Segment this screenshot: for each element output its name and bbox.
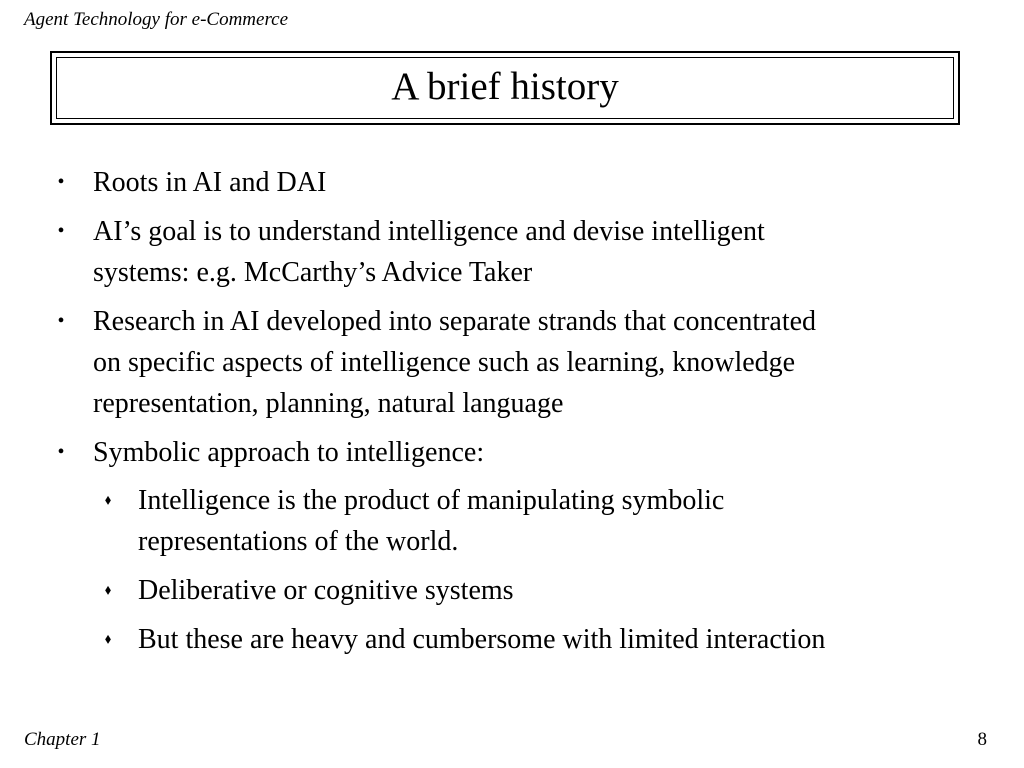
footer-page-number: 8 bbox=[977, 729, 988, 750]
bullet-line: But these are heavy and cumbersome with … bbox=[138, 624, 826, 655]
sub-bullet-item: ⬧ Intelligence is the product of manipul… bbox=[105, 480, 998, 562]
diamond-bullet-icon: ⬧ bbox=[104, 493, 112, 508]
bullet-line: representations of the world. bbox=[138, 526, 459, 557]
bullet-line: Symbolic approach to intelligence: bbox=[93, 437, 485, 468]
title-box: A brief history bbox=[50, 51, 960, 125]
bullet-dot-icon: • bbox=[57, 220, 65, 242]
bullet-line: on specific aspects of intelligence such… bbox=[93, 347, 796, 378]
bullet-item: • Roots in AI and DAI bbox=[57, 162, 993, 203]
bullet-dot-icon: • bbox=[57, 171, 65, 193]
sub-bullet-item: ⬧ Deliberative or cognitive systems bbox=[105, 570, 998, 611]
bullet-dot-icon: • bbox=[57, 310, 65, 332]
bullet-line: Roots in AI and DAI bbox=[93, 167, 327, 198]
bullet-item: • Research in AI developed into separate… bbox=[57, 301, 993, 424]
bullet-item: • AI’s goal is to understand intelligenc… bbox=[57, 211, 993, 293]
bullet-item: • Symbolic approach to intelligence: bbox=[57, 432, 993, 473]
title-inner-frame: A brief history bbox=[56, 57, 954, 119]
bullet-line: AI’s goal is to understand intelligence … bbox=[93, 216, 765, 247]
slide-title: A brief history bbox=[391, 64, 619, 108]
diamond-bullet-icon: ⬧ bbox=[104, 583, 112, 598]
bullet-dot-icon: • bbox=[57, 441, 65, 463]
bullet-line: Research in AI developed into separate s… bbox=[93, 306, 817, 337]
slide-header: Agent Technology for e-Commerce bbox=[24, 9, 289, 30]
bullet-line: systems: e.g. McCarthy’s Advice Taker bbox=[93, 257, 533, 288]
bullet-line: representation, planning, natural langua… bbox=[93, 388, 564, 419]
diamond-bullet-icon: ⬧ bbox=[104, 632, 112, 647]
bullet-line: Deliberative or cognitive systems bbox=[138, 575, 514, 606]
sub-bullet-item: ⬧ But these are heavy and cumbersome wit… bbox=[105, 619, 998, 660]
footer-chapter: Chapter 1 bbox=[24, 729, 101, 750]
bullet-line: Intelligence is the product of manipulat… bbox=[138, 485, 725, 516]
